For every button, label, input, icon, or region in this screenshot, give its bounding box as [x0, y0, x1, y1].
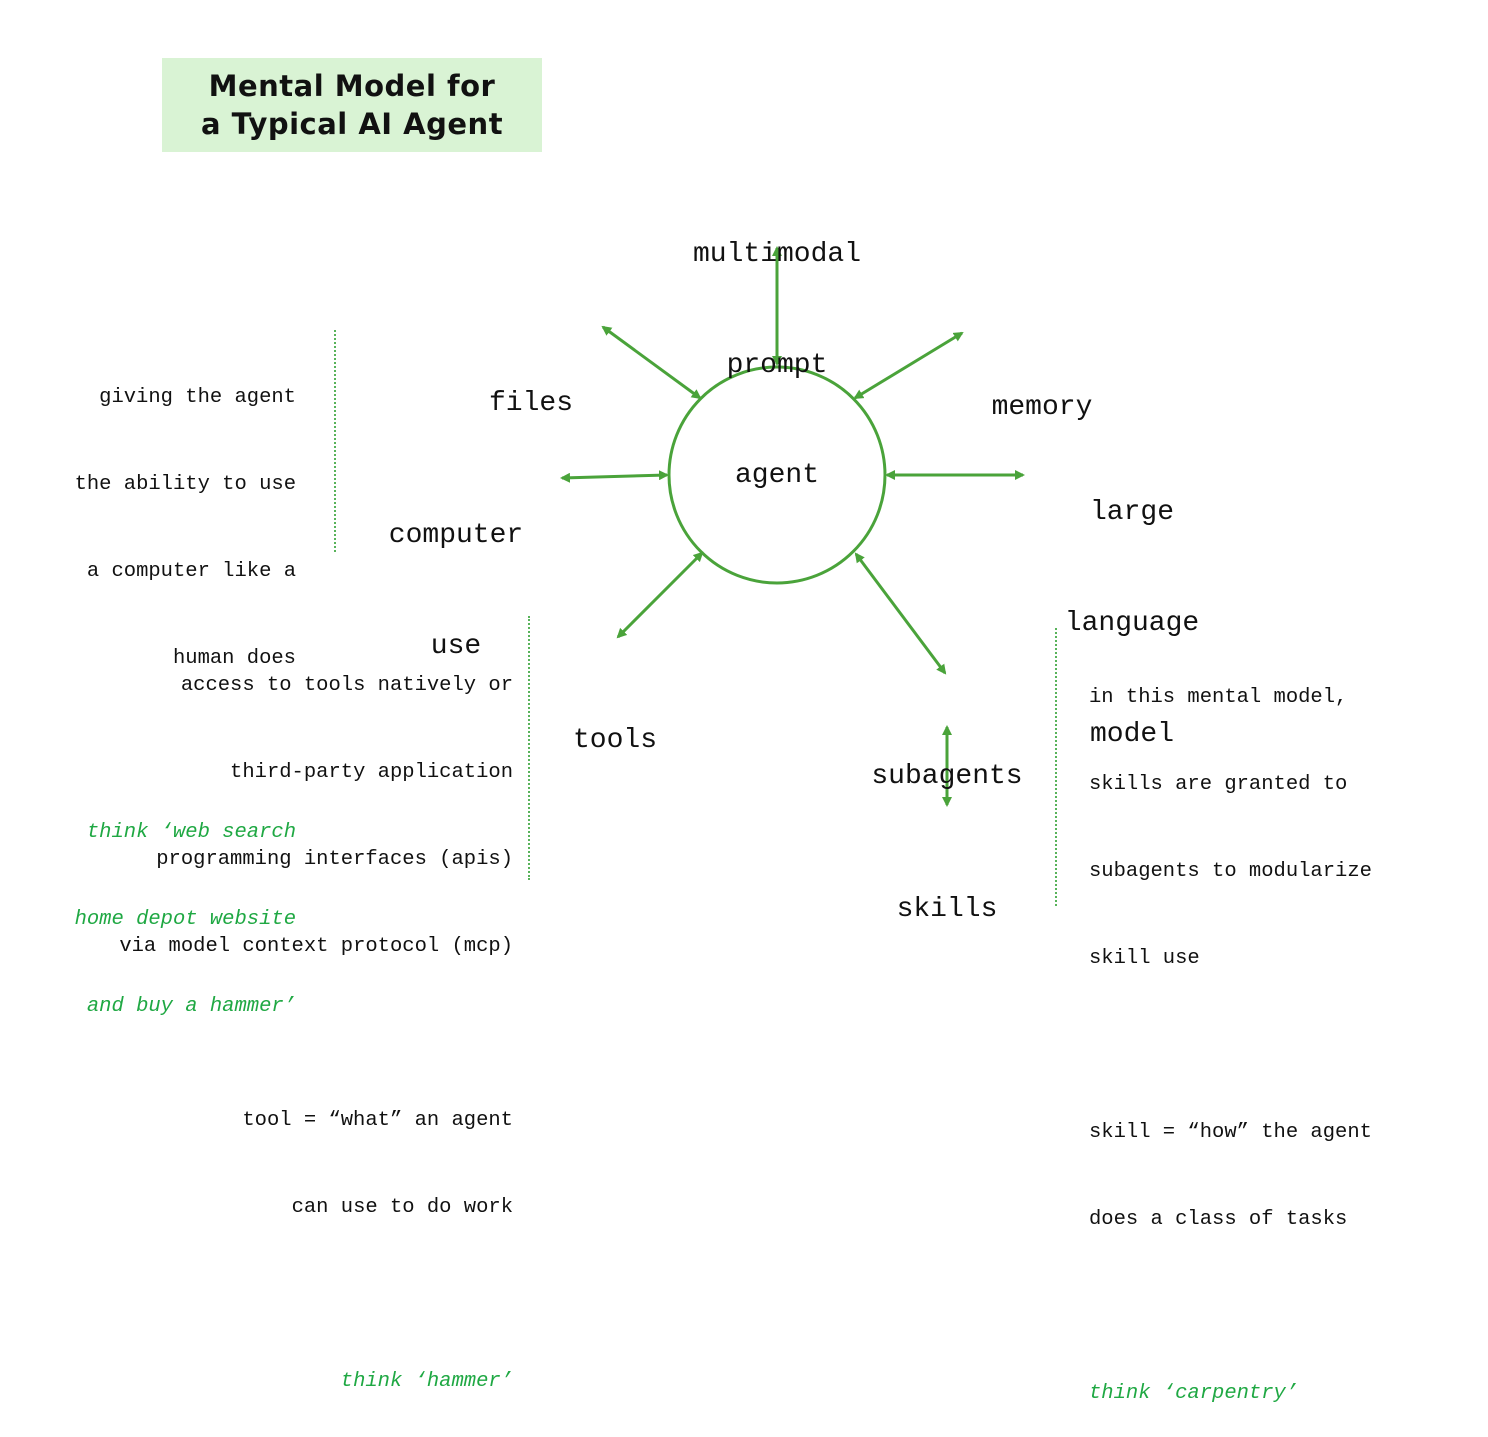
node-llm-line-1: large: [1089, 497, 1174, 528]
node-multimodal-prompt: multimodal prompt: [652, 162, 902, 421]
note-computer-use-line-2: the ability to use: [74, 473, 296, 496]
node-skills-line-1: skills: [896, 894, 998, 925]
arrow-agent-memory: [853, 331, 964, 400]
node-memory-line-1: memory: [991, 392, 1093, 423]
arrow-agent-subagents: [854, 552, 947, 675]
note-tools-hint-1: think ‘hammer’: [340, 1370, 513, 1393]
note-gap: [1089, 1292, 1372, 1321]
note-gap: [119, 1019, 513, 1048]
agent-label: agent: [734, 460, 819, 491]
note-skills-definition-1: skill = “how” the agent: [1089, 1121, 1372, 1144]
note-skills-line-4: skill use: [1089, 947, 1200, 970]
title-box: Mental Model for a Typical AI Agent: [162, 58, 542, 152]
node-tools: tools: [552, 648, 678, 796]
node-tools-line-1: tools: [572, 725, 657, 756]
node-memory: memory: [972, 315, 1112, 463]
node-computer-use: computer use: [370, 443, 542, 702]
note-skills-line-2: skills are granted to: [1089, 773, 1348, 796]
note-skills-line-3: subagents to modularize: [1089, 860, 1372, 883]
divider-tools: [528, 616, 530, 880]
note-computer-use-hint-2: home depot website: [74, 908, 296, 931]
note-skills-line-1: in this mental model,: [1089, 686, 1348, 709]
title-line-2: a Typical AI Agent: [200, 107, 504, 141]
arrow-agent-files: [601, 325, 702, 400]
node-computer-use-line-1: computer: [388, 520, 524, 551]
node-computer-use-line-2: use: [430, 631, 482, 662]
note-computer-use-hint-1: think ‘web search: [86, 821, 296, 844]
arrow-agent-computer-use: [560, 470, 669, 483]
note-gap: [119, 1280, 513, 1309]
note-tools-line-2: third-party application: [230, 761, 513, 784]
node-subagents-line-1: subagents: [871, 761, 1023, 792]
node-subagents: subagents: [852, 684, 1042, 832]
node-prompt-line-2: prompt: [726, 350, 828, 381]
arrow-agent-tools: [616, 551, 704, 639]
note-tools-line-3: programming interfaces (apis): [156, 848, 513, 871]
title-line-1: Mental Model for: [208, 69, 496, 103]
note-skills: in this mental model, skills are granted…: [1089, 625, 1372, 1437]
note-computer-use-line-4: human does: [172, 647, 296, 670]
note-tools: access to tools natively or third-party …: [119, 613, 513, 1425]
note-skills-hint-1: think ‘carpentry’: [1089, 1382, 1299, 1405]
node-skills: skills: [877, 817, 1017, 965]
divider-computer-use: [334, 330, 336, 552]
note-tools-line-4: via model context protocol (mcp): [119, 935, 513, 958]
divider-skills: [1055, 628, 1057, 906]
node-files-line-1: files: [488, 388, 573, 419]
node-prompt-line-1: multimodal: [692, 239, 862, 270]
note-computer-use-line-1: giving the agent: [99, 386, 296, 409]
node-large-language-model: large language model: [1042, 420, 1222, 790]
diagram-canvas: [560, 246, 1025, 807]
note-computer-use-line-3: a computer like a: [86, 560, 296, 583]
note-tools-definition-2: can use to do work: [291, 1196, 513, 1219]
node-llm-line-3: model: [1089, 719, 1174, 750]
node-files: files: [466, 311, 596, 459]
note-skills-definition-2: does a class of tasks: [1089, 1208, 1348, 1231]
node-llm-line-2: language: [1064, 608, 1200, 639]
note-gap: [1089, 1031, 1372, 1060]
note-tools-definition-1: tool = “what” an agent: [242, 1109, 513, 1132]
page-title: Mental Model for a Typical AI Agent: [201, 67, 503, 143]
note-tools-line-1: access to tools natively or: [180, 674, 513, 697]
